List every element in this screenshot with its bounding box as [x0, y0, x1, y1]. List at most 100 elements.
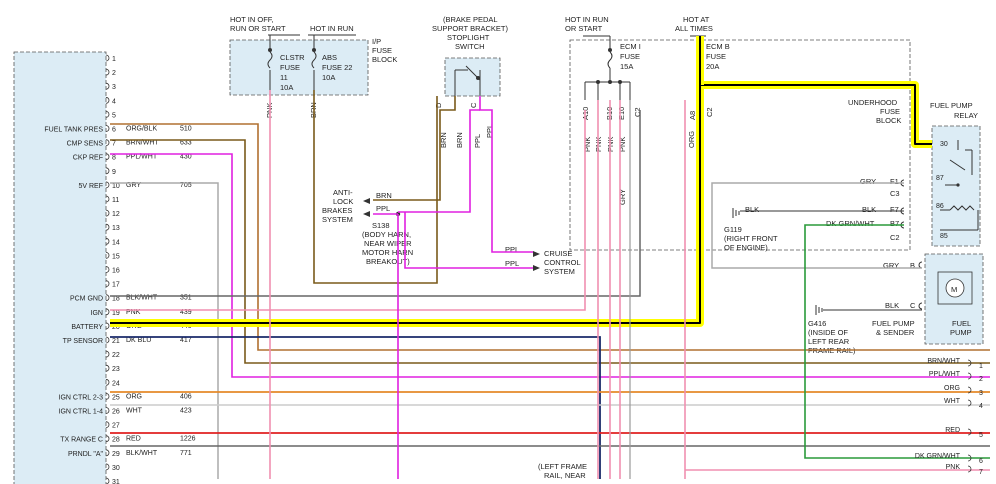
- ecm-i-fuse-label-3: 15A: [620, 62, 633, 71]
- right-connector-color: RED: [945, 427, 960, 434]
- ecm-gry-label: GRY: [618, 189, 627, 205]
- right-connector-color: WHT: [944, 398, 961, 405]
- abs-brn-label: BRN: [376, 191, 392, 200]
- relay-blk-label: BLK: [862, 205, 876, 214]
- pcm-pin-socket: [105, 139, 110, 146]
- right-connector-color: DK GRN/WHT: [915, 453, 961, 460]
- right-connector-socket: [967, 454, 972, 462]
- pcm-pin-number: 2: [112, 70, 116, 77]
- ecm-b-fuse-label: ECM B: [706, 42, 730, 51]
- wire-color-label: ORG: [126, 393, 142, 400]
- ground-g416-loc-2: LEFT REAR: [808, 337, 850, 346]
- right-connector-pin: 7: [979, 469, 983, 476]
- pcm-pin-socket: [105, 294, 110, 302]
- relay-pin-f1: F1: [890, 177, 899, 186]
- right-connector-color: BRN/WHT: [927, 358, 960, 365]
- wire-circuit-label: 430: [180, 154, 192, 161]
- hot-all-times-label: HOT AT: [683, 15, 710, 24]
- pcm-pin-number: 7: [112, 141, 116, 148]
- wire-510: [110, 123, 990, 351]
- wire-circuit-label: 406: [180, 393, 192, 400]
- pump-sender-label-1: FUEL PUMP: [872, 319, 915, 328]
- abs-brn-arrow-icon: [363, 198, 370, 204]
- pcm-pin-socket: [105, 280, 110, 287]
- stoplight-ppl-label-2: PPL: [485, 124, 494, 138]
- stoplight-switch: [444, 57, 501, 97]
- wire-abs-brn: [313, 90, 438, 284]
- relay-coil-icon: [949, 205, 975, 211]
- wire-430: [110, 153, 990, 378]
- cruise-label-2: CONTROL: [544, 258, 581, 267]
- pcm-pin-number: 10: [112, 183, 120, 190]
- pcm-pin-number: 4: [112, 98, 116, 105]
- relay-title-2: RELAY: [954, 111, 978, 120]
- relay-pin-87: 87: [936, 175, 944, 182]
- pcm-pin-socket: [105, 364, 110, 372]
- pcm-pin-number: 30: [112, 465, 120, 472]
- ground-blk-label: BLK: [745, 205, 759, 214]
- pcm-pin-socket: [105, 407, 110, 414]
- relay-pin-86: 86: [936, 203, 944, 210]
- wire-color-label: GRY: [126, 182, 141, 189]
- ecm-b-fuse-label-3: 20A: [706, 62, 719, 71]
- wire-circuit-label: 417: [180, 337, 192, 344]
- clstr-fuse-label: CLSTR: [280, 53, 305, 62]
- pcm-pins: 1234567891011121314151617181920212223242…: [105, 54, 120, 484]
- stoplight-brn-label-2: BRN: [455, 132, 464, 148]
- pcm-pin-socket: [105, 350, 110, 358]
- pcm-pin-number: 25: [112, 394, 120, 401]
- right-connector-color: PPL/WHT: [929, 371, 961, 378]
- wire-440-battery: [110, 84, 932, 324]
- pcm-pin-number: 13: [112, 225, 120, 232]
- pcm-pin-number: 16: [112, 268, 120, 275]
- wire-stop-ppl-2: [398, 109, 480, 213]
- wire-705: [110, 182, 219, 479]
- pcm-pin-socket: [105, 435, 110, 443]
- clstr-fuse-label-3: 11: [280, 73, 288, 82]
- relay-pin-f7: F7: [890, 205, 899, 214]
- pcm-pin-number: 29: [112, 451, 120, 458]
- wire-circuit-label: 705: [180, 182, 192, 189]
- pcm-pin-number: 19: [112, 310, 120, 317]
- abs-system-label-4: SYSTEM: [322, 215, 353, 224]
- relay-dkgrn-label: DK GRN/WHT: [826, 219, 875, 228]
- pcm-pin-socket: [105, 223, 110, 231]
- ip-block-label-2: FUSE: [372, 46, 392, 55]
- ground-g416-label: G416: [808, 319, 826, 328]
- right-connector-socket: [967, 428, 972, 436]
- pcm-pin-number: 6: [112, 127, 116, 134]
- ecm-hot-run-label-2: OR START: [565, 24, 603, 33]
- pcm-connector: [13, 51, 107, 484]
- pump-sender-label-2: & SENDER: [876, 328, 915, 337]
- pcm-pin-socket: [105, 336, 110, 344]
- underhood-label-3: BLOCK: [876, 116, 901, 125]
- ecm-pnk-label-1: PNK: [583, 137, 592, 152]
- pcm-pin-number: 27: [112, 423, 120, 430]
- abs-fuse-label-2: FUSE 22: [322, 63, 352, 72]
- wire-color-label: WHT: [126, 408, 143, 415]
- ecm-i-fuse-label: ECM I: [620, 42, 641, 51]
- ground-g119-icon: [732, 208, 740, 218]
- relay-pin-b7: B7: [890, 219, 899, 228]
- pcm-pin-label: IGN: [91, 310, 103, 317]
- pcm-pin-number: 14: [112, 239, 120, 246]
- splice-location-1: (BODY HARN,: [362, 230, 411, 239]
- relay-pin-85: 85: [940, 233, 948, 240]
- splice-location-3: MOTOR HARN: [362, 248, 413, 257]
- hot-off-label: HOT IN OFF,: [230, 15, 274, 24]
- pcm-pin-socket: [105, 96, 110, 104]
- relay-connector-c2: C2: [890, 233, 900, 242]
- hot-run-label: HOT IN RUN: [310, 24, 354, 33]
- pcm-pin-socket: [105, 477, 110, 484]
- ecm-org-label: ORG: [687, 131, 696, 148]
- motor-icon: [945, 278, 965, 298]
- pcm-pin-label: FUEL TANK PRES: [44, 127, 103, 134]
- pcm-pin-socket: [105, 463, 110, 471]
- fuel-pump-label-2: PUMP: [950, 328, 972, 337]
- wire-stop-ppl-1: [479, 96, 533, 253]
- wire-circuit-label: 423: [180, 408, 192, 415]
- pcm-pin-label: PRNDL "A": [68, 451, 104, 458]
- pcm-pin-number: 20: [112, 324, 120, 331]
- pcm-pin-number: 21: [112, 338, 120, 345]
